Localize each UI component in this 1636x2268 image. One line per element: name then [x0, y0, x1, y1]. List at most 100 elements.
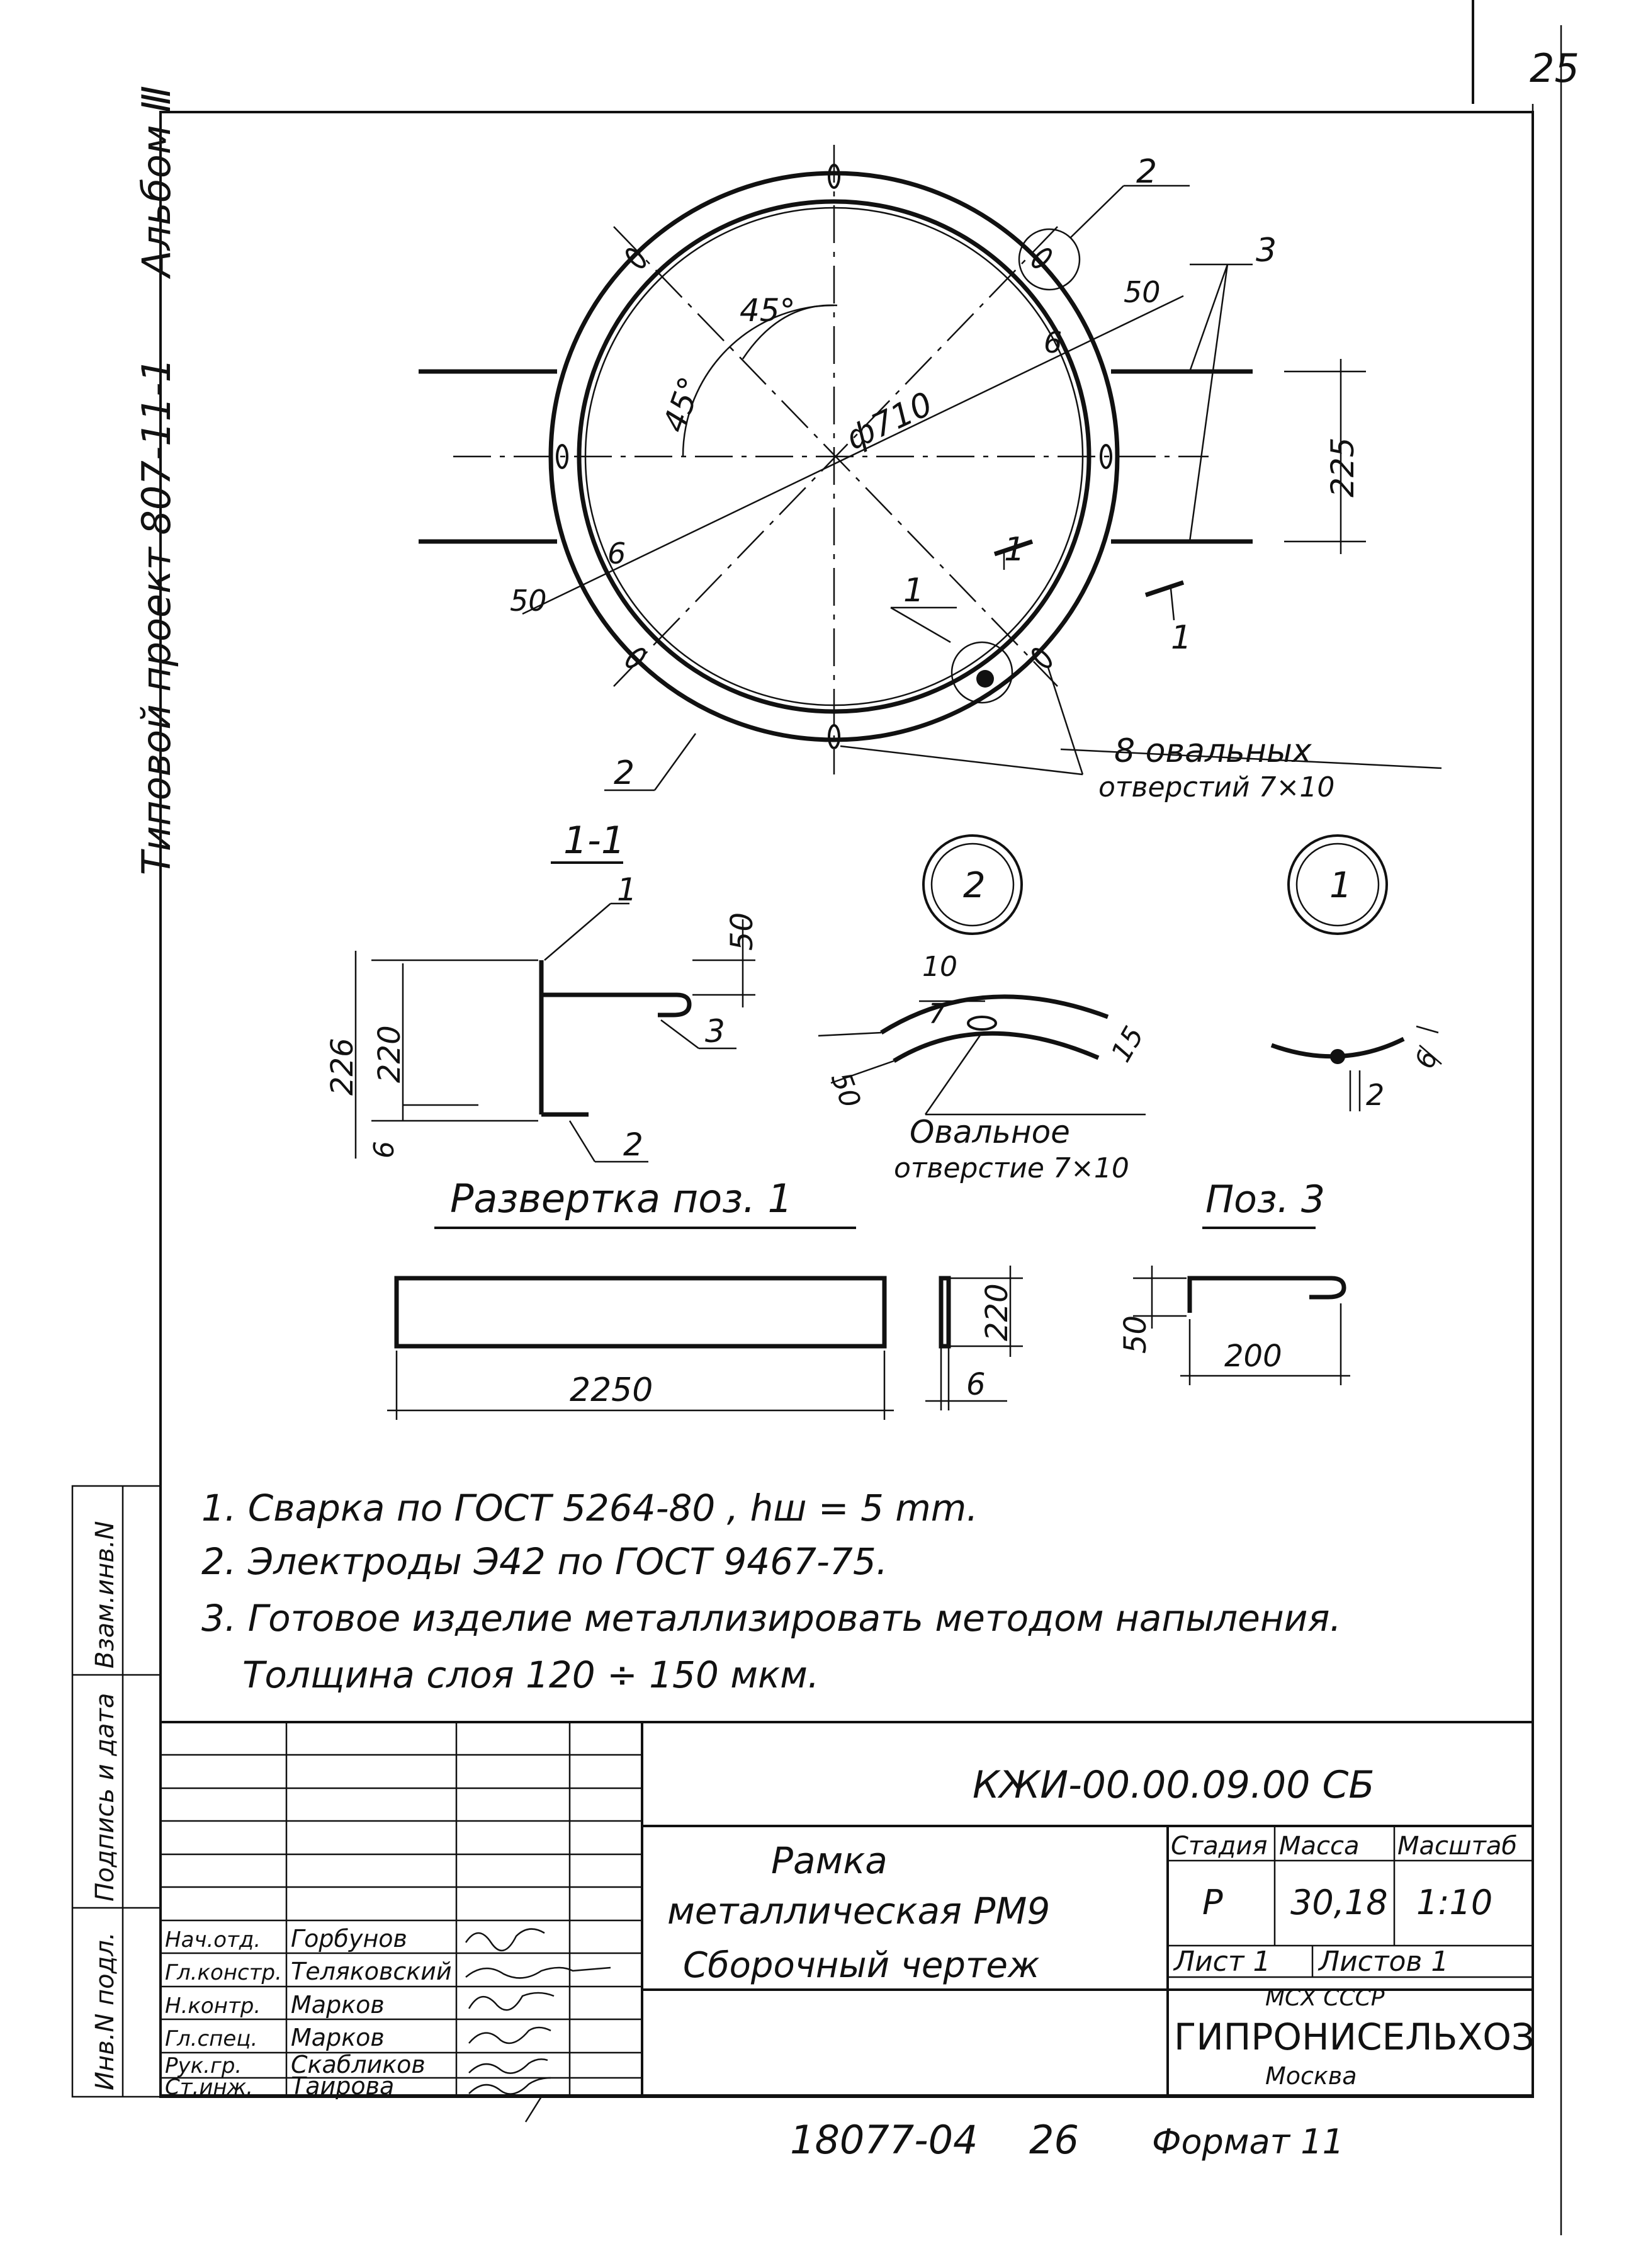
col-mass: Масса: [1279, 1832, 1360, 1861]
sec-pos3: 3: [705, 1013, 725, 1050]
note-2: 2. Электроды Э42 по ГОСТ 9467-75.: [201, 1540, 888, 1583]
stamp-podpis: Подпись и дата: [91, 1693, 120, 1902]
razvertka-length: 2250: [570, 1371, 653, 1409]
angle-45-top: 45°: [740, 292, 796, 329]
diameter-710: ф710: [840, 385, 939, 458]
org-name: ГИПРОНИСЕЛЬХОЗ: [1174, 2016, 1535, 2058]
section-hook: [541, 992, 692, 1018]
note-3: 3. Готовое изделие металлизировать метод…: [201, 1597, 1341, 1640]
title-name-2: металлическая РМ9: [667, 1890, 1050, 1932]
holes-note-line2: отверстий 7×10: [1098, 771, 1334, 803]
detail-1-callout: [951, 641, 1013, 704]
plan-pos2-bottom: 2: [614, 754, 635, 792]
notes: 1. Сварка по ГОСТ 5264-80 , hш = 5 mm. 2…: [201, 1487, 1341, 1696]
org-ministry: МСХ СССР: [1265, 1985, 1385, 2011]
sec-dim-226: 226: [325, 1038, 360, 1096]
detail-2-oval-hole: [967, 1016, 997, 1031]
dim-50-right: 50: [1124, 275, 1161, 309]
detail-2-circle-outer: [922, 834, 1023, 935]
detail-1-circle-outer: [1287, 834, 1388, 935]
detail-2-dim-7: 7: [928, 998, 946, 1030]
col-scale: Масштаб: [1397, 1832, 1517, 1861]
detail-2-arc-outer: [880, 994, 1109, 1035]
razvertka-title: Развертка поз. 1: [450, 1176, 793, 1222]
detail-2-hole-line1: Овальное: [910, 1114, 1070, 1150]
plan-view: 45° 45° ф710 50 6 50 6 225 2 3 1 2 1 1 8…: [419, 145, 1442, 803]
sec-dim-220: 220: [372, 1025, 407, 1083]
stamp-vzam: Взам.инв.N: [91, 1521, 120, 1669]
footer-number: 18077-04: [790, 2117, 978, 2163]
footer-format: Формат 11: [1152, 2122, 1344, 2162]
mass-value: 30,18: [1290, 1883, 1388, 1922]
hooks-pos3: [419, 369, 1253, 544]
razvertka-dim-220: 220: [979, 1283, 1015, 1341]
role-0: Нач.отд.: [165, 1927, 261, 1953]
title-block: КЖИ-00.00.09.00 СБ Рамка металлическая Р…: [159, 1721, 1535, 2123]
diameter-line: [522, 295, 1184, 615]
plan-pos3: 3: [1256, 232, 1277, 269]
razvertka-pos1: Развертка поз. 1 2250 220 6: [387, 1176, 1023, 1420]
sec-dim-6: 6: [368, 1141, 400, 1159]
role-5: Ст.инж.: [165, 2075, 253, 2100]
name-4: Скабликов: [291, 2051, 426, 2078]
name-5: Таирова: [291, 2072, 394, 2100]
role-3: Гл.спец.: [165, 2026, 257, 2051]
sec-pos1: 1: [617, 871, 637, 908]
detail-2-callout: [1018, 228, 1081, 291]
signatures: [465, 1928, 611, 2123]
plan-pos1: 1: [903, 572, 924, 610]
footer-page: 26: [1029, 2117, 1079, 2163]
dim-225: 225: [1324, 438, 1361, 497]
name-3: Марков: [291, 2024, 385, 2051]
detail-1: 1 6 2: [1270, 834, 1444, 1112]
role-4: Рук.гр.: [165, 2053, 242, 2078]
poz-3: Поз. 3 50 200: [1118, 1177, 1350, 1385]
role-1: Гл.констр.: [165, 1960, 282, 1985]
project-label: Типовой проект 807-11-1: [133, 358, 179, 875]
razvertka-dim-6: 6: [966, 1367, 986, 1402]
name-0: Горбунов: [291, 1925, 407, 1953]
detail-2-hole-line2: отверстие 7×10: [894, 1152, 1129, 1184]
dim-50-left: 50: [510, 584, 547, 618]
note-3-cont: Толщина слоя 120 ÷ 150 мкм.: [242, 1653, 819, 1696]
cut-mark-b: 1: [1171, 619, 1192, 657]
detail-1-label: 1: [1329, 865, 1352, 906]
poz3-dim-50: 50: [1118, 1315, 1153, 1354]
oval-holes: [556, 164, 1112, 749]
scale-value: 1:10: [1416, 1883, 1492, 1922]
razvertka-side: [939, 1276, 951, 1349]
page-number: 25: [1530, 45, 1579, 91]
dim-6-left: 6: [607, 536, 626, 570]
detail-2-arc-inner: [893, 1031, 1100, 1063]
detail-2-circle-inner: [930, 842, 1015, 927]
section-1-1: 1-1 50 226 220 6 1 3 2: [325, 819, 760, 1163]
sheet-value: Лист 1: [1173, 1946, 1270, 1978]
holes-note-line1: 8 овальных: [1114, 732, 1312, 770]
detail-2-dim-50: 50: [825, 1068, 867, 1112]
org-city: Москва: [1265, 2062, 1357, 2090]
title-name-3: Сборочный чертеж: [683, 1945, 1039, 1986]
detail-2-dim-10: 10: [922, 951, 957, 983]
doc-code: КЖИ-00.00.09.00 СБ: [973, 1763, 1375, 1807]
left-stamp: Взам.инв.N Подпись и дата Инв.N подл.: [71, 1485, 162, 2098]
detail-1-circle-inner: [1295, 842, 1380, 927]
cut-mark-a: 1: [1004, 531, 1025, 569]
poz3-hook: [1187, 1276, 1346, 1313]
title-name-1: Рамка: [771, 1839, 888, 1882]
sec-dim-50: 50: [725, 912, 760, 951]
name-2: Марков: [291, 1991, 385, 2019]
col-stage: Стадия: [1171, 1832, 1267, 1861]
note-1: 1. Сварка по ГОСТ 5264-80 , hш = 5 mm.: [201, 1487, 978, 1529]
detail-2: 2 10 7 50 15 Овальное отверстие 7×10: [818, 834, 1151, 1184]
role-2: Н.контр.: [165, 1993, 261, 2019]
sec-pos2: 2: [623, 1126, 643, 1163]
name-1: Теляковский: [291, 1958, 452, 1985]
poz3-title: Поз. 3: [1205, 1177, 1325, 1222]
plan-pos2-top: 2: [1136, 153, 1157, 191]
album-label: Альбом Ⅲ: [133, 86, 179, 280]
stage-value: Р: [1202, 1883, 1223, 1922]
dim-6-right: 6: [1044, 326, 1062, 360]
section-title: 1-1: [563, 819, 625, 863]
razvertka-strip: [394, 1276, 887, 1349]
